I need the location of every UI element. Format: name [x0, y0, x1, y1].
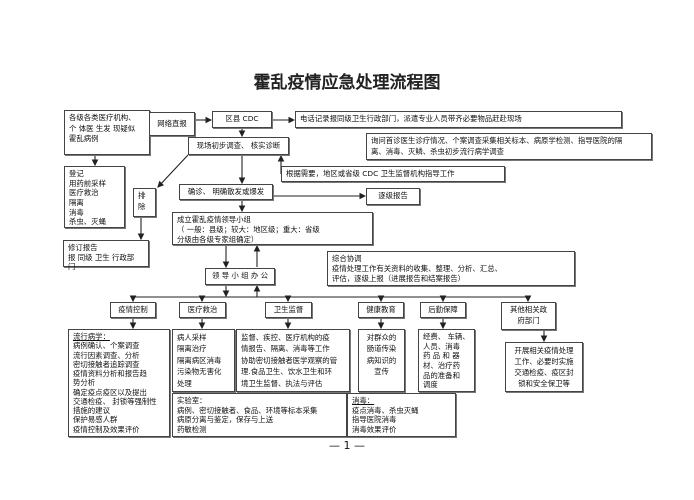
text-line: 肠道传染 — [366, 344, 397, 354]
text-line: 调度 — [423, 380, 438, 390]
laboratory-box: 实验室：病例、密切接触者、食品、环境等标本采集病原分离与鉴定，保存与上送药敏检测 — [172, 393, 347, 437]
dept-health-supervision: 卫生监督 — [265, 302, 312, 318]
dept-logistics: 后勤保障 — [420, 302, 466, 318]
text-line: 药敏检测 — [177, 424, 207, 434]
text-line: 消毒效果评价 — [352, 424, 397, 434]
text-line: 各级各类医疗机构、 — [69, 113, 136, 122]
text-line: 其他相关政 — [510, 305, 547, 315]
text-line: 流行病学： — [73, 332, 110, 341]
text-line: 交通检疫、疫区封 — [514, 368, 574, 378]
confirm-box: 确诊、 明确散发或爆发 — [179, 184, 273, 200]
text-line: 离、消毒、灭鳞、杀虫初步流行病学调查 — [371, 146, 505, 156]
text-line: 对群众的 — [366, 333, 397, 342]
text-line: 情报告、隔离、消毒等工作 — [241, 344, 330, 354]
text-line: 保护易感人群 — [73, 415, 118, 425]
text-line: 病例确认、个案调查 — [73, 341, 140, 351]
education-detail-box: 对群众的肠道传染病知识的宣传 — [358, 329, 405, 392]
text-line: 实验室： — [177, 396, 207, 405]
text-line: 排 — [138, 191, 146, 200]
text-line: 病原分离与鉴定，保存与上送 — [177, 415, 274, 425]
text-line: 修订报告 — [68, 243, 98, 252]
exclude-box: 排除 — [133, 188, 156, 217]
text-line: （ 一般：县级；较大：地区级；重大：省级 — [177, 224, 320, 234]
text-line: 疫情资料分析和报告趋 — [73, 369, 147, 378]
revise-report-box: 修订报告报 同级 卫生 行政部门 — [63, 240, 149, 271]
text-line: 疫点消毒、杀虫灭蝇 — [352, 405, 419, 415]
text-line: 用药前采样 — [69, 178, 106, 188]
text-line: 分级由各级专家组确定） — [177, 234, 259, 244]
text-line: 锁和安全保卫等 — [518, 379, 570, 389]
text-line: 病知识的 — [366, 355, 397, 365]
dept-health-education: 健康教育 — [358, 302, 404, 318]
inquiry-box: 询问首诊医生诊疗情况、个案调查采集相关标本、病原学检测、指导医院的隔离、消毒、灭… — [366, 133, 652, 160]
supervision-detail-box: 监督、疾控、医疗机构的疫情报告、隔离、消毒等工作协助密切接触者医学观察的管理.食… — [236, 329, 350, 392]
text-line: 宣传 — [374, 367, 389, 377]
text-line: 指导医院消毒 — [352, 415, 397, 425]
text-line: 材、治疗药 — [423, 360, 460, 370]
page-number: — 1 — — [329, 439, 365, 452]
text-line: 病例、密切接触者、食品、环境等标本采集 — [177, 405, 318, 415]
text-line: 疫情处理工作有关资料的收集、整理、分析、汇总、 — [332, 263, 502, 273]
text-line: 流行因素调查、分析 — [73, 350, 140, 360]
text-line: 杀虫、灭蝇 — [69, 217, 106, 227]
cdc-box: 区县 CDC — [212, 111, 272, 128]
text-line: 报 同级 卫生 行政部 — [68, 252, 135, 262]
text-line: 人员、消毒 — [423, 341, 460, 351]
text-line: 门 — [68, 262, 76, 272]
text-line: 经费、 车辆、 — [423, 332, 470, 341]
initial-survey-box: 现场初步调查、 核实诊断 — [188, 137, 289, 155]
text-line: 隔离病区消毒 — [177, 355, 222, 365]
phone-record-box: 电话记录报同级卫生行政部门，派遣专业人员带齐必要物品赶赴现场 — [295, 111, 622, 128]
dept-medical-treatment: 医疗救治 — [179, 302, 226, 318]
text-line: 确定疫点疫区以及提出 — [73, 387, 147, 397]
text-line: 势分析 — [73, 378, 96, 388]
text-line: 密切接触者追踪调查 — [73, 359, 140, 369]
dept-other-government: 其他相关政府部门 — [501, 302, 556, 330]
text-line: 综合协调 — [332, 254, 362, 263]
text-line: 药 品 和 器 — [423, 351, 460, 361]
text-line: 措施的建议 — [73, 406, 110, 415]
office-box: 领 导 小 组 办 公 — [205, 268, 275, 285]
source-box: 各级各类医疗机构、个 体医 生发 现疑似霍乱病例 — [64, 110, 150, 155]
text-line: 理.食品卫生、饮水卫生和环 — [241, 367, 333, 377]
text-line: 工作、必要时实施 — [514, 357, 574, 367]
leading-group-box: 成立霍乱疫情领导小组（ 一般：县级；较大：地区级；重大：省级分级由各级专家组确定… — [172, 212, 373, 245]
text-line: 霍乱病例 — [69, 134, 99, 144]
dept-epidemic-control: 疫情控制 — [110, 302, 156, 318]
register-box: 登记用药前采样医疗救治隔离消毒杀虫、灭蝇 — [64, 166, 125, 228]
treatment-detail-box: 病人采样隔离治疗隔离病区消毒污染物无害化处理 — [172, 329, 235, 392]
text-line: 府部门 — [517, 316, 540, 325]
direct-report-box: 网络直报 — [149, 112, 195, 136]
coordination-box: 综合协调疫情处理工作有关资料的收集、整理、分析、汇总、评估，逐级上报（进展报告和… — [327, 251, 575, 286]
text-line: 开展相关疫情处理 — [514, 346, 574, 355]
epidemiology-box: 流行病学：病例确认、个案调查流行因素调查、分析密切接触者追踪调查疫情资料分析和报… — [68, 329, 170, 437]
text-line: 疫情控制及效果评价 — [73, 424, 140, 434]
text-line: 隔离治疗 — [177, 344, 207, 354]
text-line: 消毒 — [69, 207, 84, 217]
text-line: 品的准备和 — [423, 370, 460, 380]
other-dept-detail-box: 开展相关疫情处理工作、必要时实施交通检疫、疫区封锁和安全保卫等 — [505, 342, 583, 392]
text-line: 医疗救治 — [69, 188, 99, 198]
text-line: 隔离 — [69, 197, 84, 207]
text-line: 除 — [138, 201, 146, 211]
text-line: 成立霍乱疫情领导小组 — [177, 215, 251, 224]
text-line: 登记 — [69, 169, 84, 178]
text-line: 个 体医 生发 现疑似 — [69, 123, 136, 133]
text-line: 处理 — [177, 378, 192, 388]
text-line: 污染物无害化 — [177, 367, 222, 377]
text-line: 病人采样 — [177, 333, 207, 342]
text-line: 评估，逐级上报（进展报告和结案报告） — [332, 273, 466, 283]
text-line: 境卫生监督、执法与评估 — [241, 378, 323, 388]
guidance-box: 根据需要，地区或省级 CDC 卫生监督机构指导工作 — [281, 166, 505, 182]
text-line: 询问首诊医生诊疗情况、个案调查采集相关标本、病原学检测、指导医院的隔 — [371, 136, 623, 145]
page-title: 霍乱疫情应急处理流程图 — [253, 73, 441, 93]
step-report-box: 逐级报告 — [366, 188, 420, 205]
text-line: 交通检疫、 封锁等强制性 — [73, 396, 157, 406]
logistics-detail-box: 经费、 车辆、人员、消毒药 品 和 器材、治疗药品的准备和调度 — [418, 329, 475, 392]
text-line: 协助密切接触者医学观察的管 — [241, 355, 338, 365]
text-line: 监督、疾控、医疗机构的疫 — [241, 333, 330, 342]
disinfection-box: 消毒：疫点消毒、杀虫灭蝇指导医院消毒消毒效果评价 — [347, 393, 456, 437]
text-line: 消毒： — [352, 396, 375, 405]
